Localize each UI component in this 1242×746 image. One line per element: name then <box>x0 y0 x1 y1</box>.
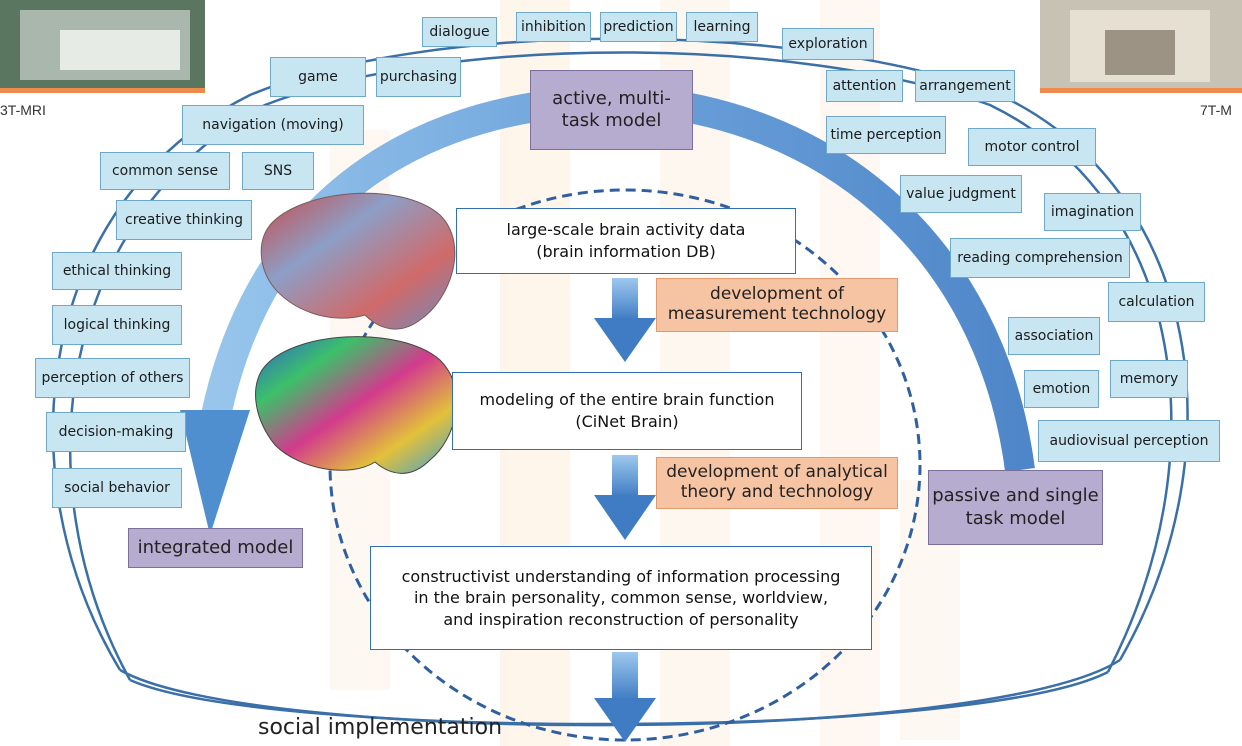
cinet-brain-text: modeling of the entire brain function (C… <box>479 390 775 431</box>
tag-ethical-thinking: ethical thinking <box>52 252 182 290</box>
tag-reading-comprehension: reading comprehension <box>950 238 1130 278</box>
tag-emotion: emotion <box>1024 370 1099 408</box>
integrated-model: integrated model <box>128 528 303 568</box>
tag-creative-thinking: creative thinking <box>116 200 252 240</box>
tag-audiovisual-perception: audiovisual perception <box>1038 420 1220 462</box>
tag-exploration: exploration <box>782 28 874 60</box>
social-implementation-label: social implementation <box>258 715 503 740</box>
mri-7t-label: 7T-M <box>1200 102 1232 118</box>
down-arrow-1 <box>594 278 656 362</box>
tag-calculation: calculation <box>1108 282 1205 322</box>
integrated-model-label: integrated model <box>137 536 294 558</box>
brain-information-db-text: large-scale brain activity data (brain i… <box>506 220 746 261</box>
measurement-technology-box: development of measurement technology <box>656 278 898 332</box>
tag-purchasing: purchasing <box>376 57 461 97</box>
tag-learning: learning <box>686 12 758 42</box>
brain-activity-image <box>260 192 456 330</box>
down-arrow-2 <box>594 455 656 540</box>
tag-arrangement: arrangement <box>915 70 1015 102</box>
analytical-theory-text: development of analytical theory and tec… <box>666 462 888 502</box>
tag-social-behavior: social behavior <box>52 468 182 508</box>
active-model-label: active, multi- task model <box>552 87 671 132</box>
measurement-technology-text: development of measurement technology <box>667 284 887 324</box>
tag-attention: attention <box>826 70 903 102</box>
tag-sns: SNS <box>242 152 314 190</box>
tag-value-judgment: value judgment <box>900 175 1022 213</box>
passive-model-label: passive and single task model <box>932 485 1099 529</box>
constructivist-understanding-text: constructivist understanding of informat… <box>401 566 841 629</box>
tag-perception-of-others: perception of others <box>35 358 190 398</box>
tag-logical-thinking: logical thinking <box>52 305 182 345</box>
tag-imagination: imagination <box>1044 193 1141 231</box>
cinet-brain-box: modeling of the entire brain function (C… <box>452 372 802 450</box>
tag-memory: memory <box>1110 360 1188 398</box>
tag-game: game <box>270 57 366 97</box>
inner-dashed-circle <box>328 188 922 742</box>
constructivist-understanding-box: constructivist understanding of informat… <box>370 546 872 650</box>
analytical-theory-box: development of analytical theory and tec… <box>656 457 898 509</box>
down-arrow-3 <box>594 652 656 742</box>
brain-information-db-box: large-scale brain activity data (brain i… <box>456 208 796 274</box>
passive-single-task-model: passive and single task model <box>928 470 1103 545</box>
tag-decision-making: decision-making <box>46 412 186 452</box>
tag-motor-control: motor control <box>968 128 1096 166</box>
tag-navigation: navigation (moving) <box>182 105 364 145</box>
brain-model-image <box>255 336 458 474</box>
tag-inhibition: inhibition <box>516 12 591 42</box>
tag-time-perception: time perception <box>826 116 946 154</box>
tag-common-sense: common sense <box>100 152 230 190</box>
mri-3t-photo <box>0 0 205 93</box>
mri-3t-label: 3T-MRI <box>0 102 46 118</box>
active-multitask-model: active, multi- task model <box>530 70 693 150</box>
tag-association: association <box>1008 317 1100 355</box>
tag-dialogue: dialogue <box>422 17 497 47</box>
tag-prediction: prediction <box>600 12 677 42</box>
mri-7t-photo <box>1040 0 1242 93</box>
